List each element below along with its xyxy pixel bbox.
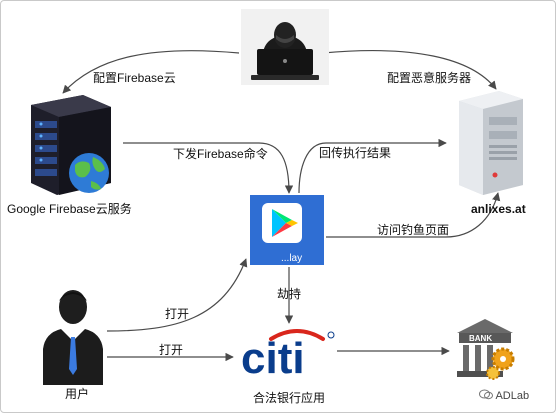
citi-app-label: 合法银行应用 bbox=[253, 391, 326, 405]
hacker-laptop-icon bbox=[241, 9, 329, 85]
arrow-return-result bbox=[298, 138, 447, 194]
google-play-icon bbox=[250, 195, 324, 265]
arrow-send-command bbox=[123, 142, 294, 194]
edge-label-return-result: 回传执行结果 bbox=[319, 146, 392, 160]
hacker-node bbox=[241, 9, 329, 85]
server-rack-globe-icon bbox=[31, 95, 111, 195]
edge-label-visit-phishing: 访问钓鱼页面 bbox=[377, 223, 450, 237]
edge-label-send-command: 下发Firebase命令 bbox=[173, 147, 268, 161]
watermark: ADLab bbox=[479, 389, 529, 402]
arrow-config-firebase bbox=[62, 50, 240, 94]
watermark-text: ADLab bbox=[495, 390, 530, 402]
edge-label-open-play: 打开 bbox=[165, 307, 190, 321]
citi-logo-text: citi bbox=[241, 334, 305, 381]
edge-label-open-citi: 打开 bbox=[159, 343, 184, 357]
bank-node: BANK bbox=[453, 315, 517, 381]
wechat-icon bbox=[479, 389, 493, 400]
play-app-label: ...lay bbox=[281, 253, 303, 264]
citi-logo-icon: citi bbox=[241, 329, 335, 383]
firebase-label: Google Firebase云服务 bbox=[7, 202, 132, 216]
arrow-config-malicious bbox=[322, 50, 497, 90]
firebase-node bbox=[11, 91, 119, 199]
bank-building-gears-icon: BANK bbox=[457, 319, 515, 380]
malicious-server-label: anlixes.at bbox=[471, 202, 526, 216]
malicious-server-node bbox=[449, 85, 531, 197]
user-node bbox=[39, 285, 107, 385]
businessman-icon bbox=[43, 290, 103, 385]
arrow-visit-phishing bbox=[326, 192, 501, 238]
user-label: 用户 bbox=[65, 387, 90, 401]
edge-label-config-malicious: 配置恶意服务器 bbox=[387, 71, 472, 85]
edge-label-hijack: 劫持 bbox=[277, 287, 302, 301]
citi-app-node: citi bbox=[241, 327, 337, 383]
bank-logo-text: BANK bbox=[469, 334, 492, 343]
tower-server-icon bbox=[459, 91, 523, 195]
edge-label-config-firebase: 配置Firebase云 bbox=[93, 71, 176, 85]
arrow-open-play bbox=[106, 258, 248, 332]
play-app-node bbox=[250, 195, 324, 265]
